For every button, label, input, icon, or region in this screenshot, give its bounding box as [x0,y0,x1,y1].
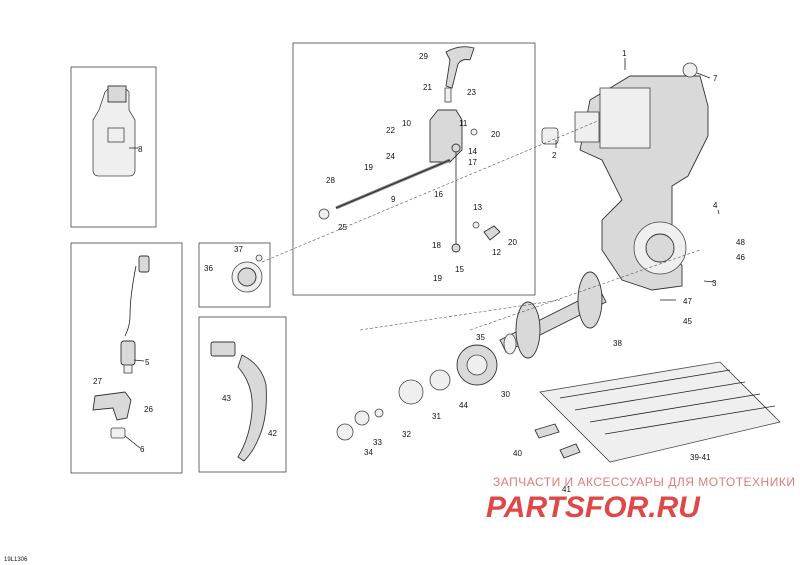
watermark: ЗАПЧАСТИ И АКСЕССУАРЫ ДЛЯ МОТОТЕХНИКИ PA… [486,475,795,524]
callout-7: 7 [713,74,718,83]
callout-19b: 19 [433,274,442,283]
callout-19a: 19 [364,163,373,172]
drawing-code: 19L1306 [4,557,28,563]
callout-9: 9 [391,195,396,204]
callout-41: 41 [562,485,571,494]
leader-lines [124,58,720,449]
oil-bottle-part [92,85,136,177]
callout-10: 10 [402,119,411,128]
shift-mechanism [318,46,501,253]
callout-6: 6 [140,445,145,454]
callout-5: 5 [145,358,150,367]
callout-21: 21 [423,83,432,92]
callout-28: 28 [326,176,335,185]
callout-29: 29 [419,52,428,61]
callout-labels: 1 2 3 4 5 6 7 8 9 10 11 12 13 14 15 16 1… [93,49,745,494]
inset-box-oil [70,66,157,228]
callout-4: 4 [713,201,718,210]
callout-15: 15 [455,265,464,274]
callout-8: 8 [138,145,143,154]
callout-47: 47 [683,297,692,306]
sensor-harness-part [120,255,150,374]
callout-46: 46 [736,253,745,262]
callout-23: 23 [467,88,476,97]
inset-box-shift [292,42,536,296]
callout-26: 26 [144,405,153,414]
callout-2: 2 [552,151,557,160]
callout-20a: 20 [491,130,500,139]
inset-box-cable [198,316,287,473]
callout-36: 36 [204,264,213,273]
callout-25: 25 [338,223,347,232]
callout-31: 31 [432,412,441,421]
drive-shaft [499,271,607,359]
suspension-frame [534,361,781,463]
callout-43: 43 [222,394,231,403]
inset-box-seal [198,242,271,308]
transmission-housing [541,62,709,291]
callout-37: 37 [234,245,243,254]
callout-17: 17 [468,158,477,167]
watermark-logo: PARTSFOR.RU [486,491,701,524]
callout-11: 11 [459,119,468,128]
bearing-parts [336,344,498,441]
callout-40: 40 [513,449,522,458]
callout-35: 35 [476,333,485,342]
callout-22: 22 [386,126,395,135]
callout-34: 34 [364,448,373,457]
bracket-part [92,391,132,439]
callout-16: 16 [434,190,443,199]
callout-20b: 20 [508,238,517,247]
callout-45: 45 [683,317,692,326]
callout-3: 3 [712,279,717,288]
callout-32: 32 [402,430,411,439]
callout-14: 14 [468,147,477,156]
callout-33: 33 [373,438,382,447]
callout-42: 42 [268,429,277,438]
callout-1: 1 [622,49,627,58]
callout-30: 30 [501,390,510,399]
callout-24: 24 [386,152,395,161]
seal-part [231,254,263,293]
cable-part [210,341,267,462]
callout-39-41: 39-41 [690,453,711,462]
callout-12: 12 [492,248,501,257]
callout-27: 27 [93,377,102,386]
callout-18: 18 [432,241,441,250]
callout-48: 48 [736,238,745,247]
callout-13: 13 [473,203,482,212]
inset-box-sensor [70,242,183,474]
callout-38: 38 [613,339,622,348]
callout-44: 44 [459,401,468,410]
watermark-tagline: ЗАПЧАСТИ И АКСЕССУАРЫ ДЛЯ МОТОТЕХНИКИ [493,475,795,489]
